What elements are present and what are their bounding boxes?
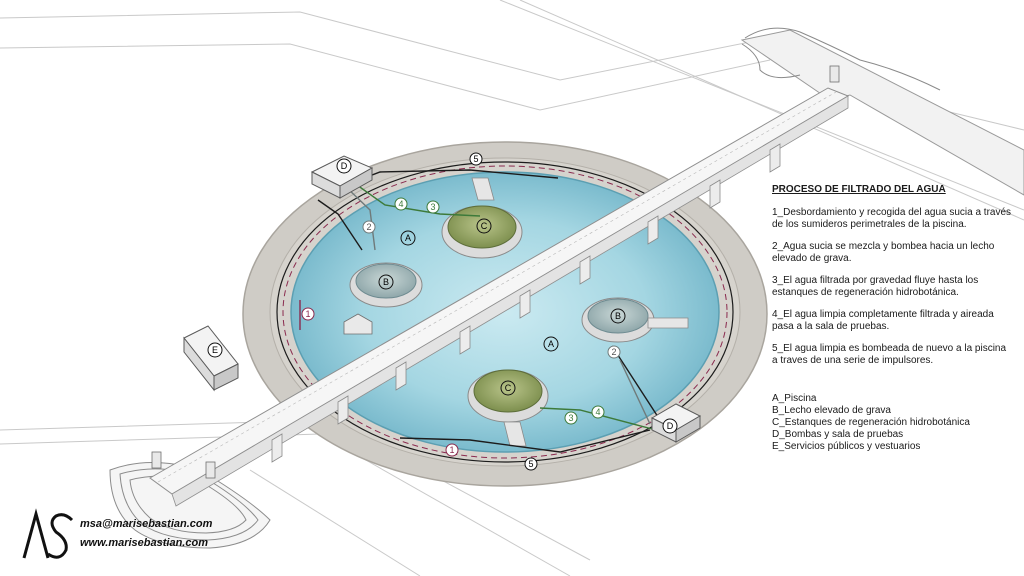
legend-key-d: D_Bombas y sala de pruebas [772, 429, 904, 440]
contact-info: msa@marisebastian.com www.marisebastian.… [80, 518, 212, 556]
legend-step-2: 2_Agua sucia se mezcla y bombea hacia un… [772, 241, 995, 264]
svg-text:5: 5 [528, 459, 533, 469]
stairs [471, 177, 689, 447]
legend-title: PROCESO DE FILTRADO DEL AGUA [772, 184, 946, 195]
svg-text:4: 4 [398, 199, 403, 209]
author-brand: msa@marisebastian.com www.marisebastian.… [20, 508, 280, 564]
marker-step-2-right: 2 [607, 345, 621, 359]
legend-key-c: C_Estanques de regeneración hidrobotánic… [772, 417, 970, 428]
svg-text:2: 2 [366, 222, 371, 232]
svg-text:1: 1 [305, 309, 310, 319]
marker-labels: A A B B C C D D E 1 1 2 2 3 3 4 4 5 5 [207, 152, 678, 471]
marker-a-top: A [400, 230, 416, 246]
marker-e: E [207, 342, 223, 358]
svg-text:A: A [405, 233, 411, 243]
marker-step-4-top: 4 [394, 197, 408, 211]
legend-step-5: 5_El agua limpia es bombeada de nuevo a … [772, 343, 1007, 366]
svg-text:4: 4 [595, 407, 600, 417]
legend-keys: A_Piscina B_Lecho elevado de grava C_Est… [772, 393, 1012, 453]
marker-step-3-bottom: 3 [564, 411, 578, 425]
gravel-bed-left [349, 262, 423, 308]
legend-key-b: B_Lecho elevado de grava [772, 405, 891, 416]
marker-step-2-left: 2 [362, 220, 376, 234]
marker-step-4-bottom: 4 [591, 405, 605, 419]
hydrobotanic-pond-bottom [467, 369, 549, 423]
legend-step-4: 4_El agua limpia completamente filtrada … [772, 309, 994, 332]
upper-causeway [740, 27, 1024, 196]
marker-d-top: D [336, 158, 352, 174]
bridge-piers [271, 143, 781, 463]
gravel-bed-right [581, 297, 655, 343]
email-link[interactable]: msa@marisebastian.com [80, 518, 213, 530]
marker-step-5-bottom: 5 [524, 457, 538, 471]
svg-text:3: 3 [568, 413, 573, 423]
marker-b-left: B [378, 274, 394, 290]
svg-text:2: 2 [611, 347, 616, 357]
filtration-legend: PROCESO DE FILTRADO DEL AGUA 1_Desbordam… [772, 184, 1012, 453]
marker-step-3-top: 3 [426, 200, 440, 214]
marker-step-1-left: 1 [301, 307, 315, 321]
svg-text:D: D [341, 161, 348, 171]
marker-step-5-top: 5 [469, 152, 483, 166]
svg-text:D: D [667, 421, 674, 431]
marker-a-bottom: A [543, 336, 559, 352]
svg-text:A: A [548, 339, 554, 349]
legend-step-1: 1_Desbordamiento y recogida del agua suc… [772, 207, 1012, 230]
legend-key-a: A_Piscina [772, 393, 817, 404]
hydrobotanic-pond-top [441, 205, 523, 259]
perimeter-channel [282, 165, 728, 459]
building-e [183, 325, 239, 392]
marker-b-right: B [610, 308, 626, 324]
return-line [276, 161, 734, 463]
svg-text:B: B [615, 311, 621, 321]
svg-text:C: C [505, 383, 512, 393]
svg-text:5: 5 [473, 154, 478, 164]
svg-text:B: B [383, 277, 389, 287]
website-link[interactable]: www.marisebastian.com [80, 537, 208, 549]
svg-text:1: 1 [449, 445, 454, 455]
marker-c-bottom: C [500, 380, 516, 396]
svg-text:3: 3 [430, 202, 435, 212]
legend-key-e: E_Servicios públicos y vestuarios [772, 441, 921, 452]
marker-d-bottom: D [662, 418, 678, 434]
marker-step-1-bottom: 1 [445, 443, 459, 457]
svg-text:E: E [212, 345, 218, 355]
svg-text:C: C [481, 221, 488, 231]
legend-step-3: 3_El agua filtrada por gravedad fluye ha… [772, 275, 979, 298]
marker-c-top: C [476, 218, 492, 234]
bridge-towers [151, 65, 840, 479]
as-logo-icon [22, 508, 74, 559]
